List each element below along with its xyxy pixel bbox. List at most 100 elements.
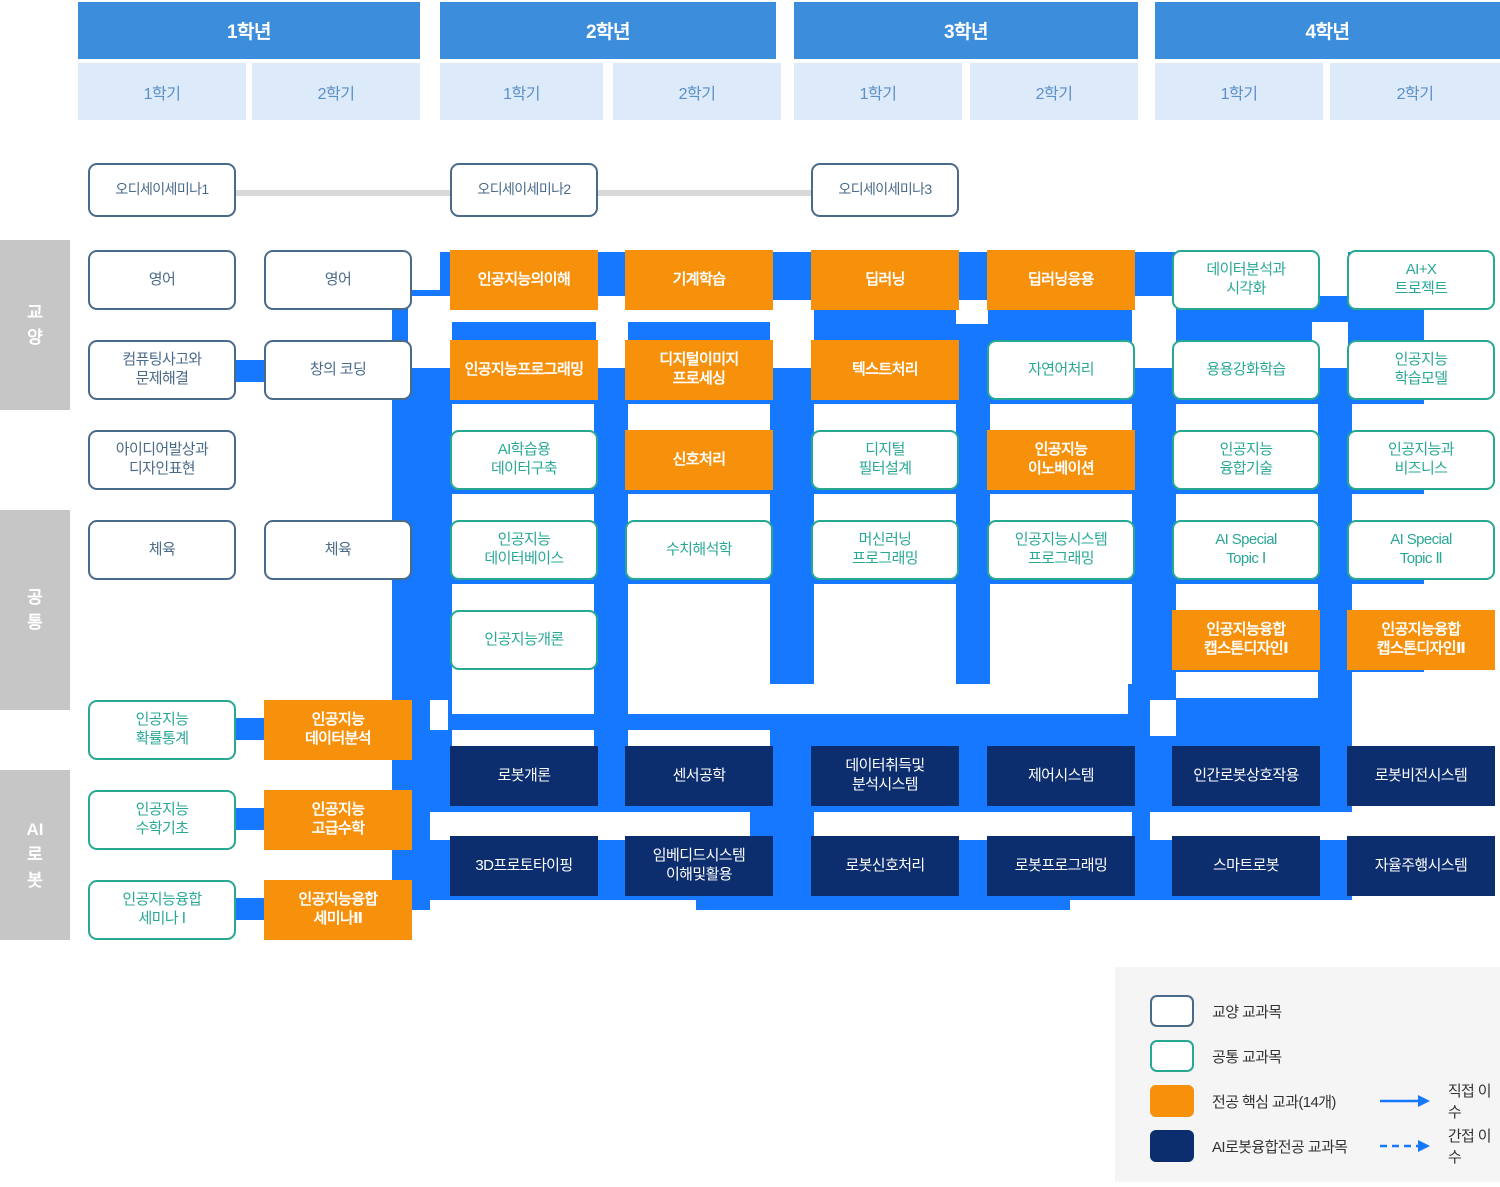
course-box[interactable]: 스마트로봇	[1172, 836, 1320, 896]
legend-label: 전공 핵심 교과(14개)	[1212, 1093, 1336, 1111]
course-box[interactable]: 딥러닝응용	[987, 250, 1135, 310]
course-box[interactable]: 신호처리	[625, 430, 773, 490]
course-box[interactable]: 로봇프로그래밍	[987, 836, 1135, 896]
legend-swatch-gongtong	[1150, 1040, 1194, 1072]
connector-gap	[1352, 494, 1498, 524]
connector-gap	[814, 494, 956, 524]
course-box[interactable]: 3D프로토타이핑	[450, 836, 598, 896]
connector-gap	[628, 494, 770, 524]
course-box[interactable]: 자연어처리	[987, 340, 1135, 400]
semester-header-y3-s1: 1학기	[794, 63, 962, 120]
course-label: 로봇비전시스템	[1374, 766, 1468, 784]
course-box[interactable]: 영어	[88, 250, 236, 310]
category-char: 통	[27, 613, 43, 632]
legend-swatch-gyoyang	[1150, 995, 1194, 1027]
connector-gap	[770, 322, 814, 368]
course-box[interactable]: 체육	[88, 520, 236, 580]
year-header-2: 2학년	[440, 2, 776, 59]
course-box[interactable]: 창의 코딩	[264, 340, 412, 400]
course-box[interactable]: 로봇개론	[450, 746, 598, 806]
seminar-label: 오디세이세미나1	[115, 181, 209, 198]
legend-item-2: 공통 교과목	[1150, 1036, 1282, 1076]
seminar-label: 오디세이세미나2	[477, 181, 571, 198]
seminar-box-1[interactable]: 오디세이세미나1	[88, 163, 236, 217]
course-box[interactable]: 용용강화학습	[1172, 340, 1320, 400]
course-box[interactable]: 제어시스템	[987, 746, 1135, 806]
category-char: 양	[27, 328, 43, 347]
course-label: 센서공학	[672, 766, 726, 784]
course-box[interactable]: 로봇신호처리	[811, 836, 959, 896]
course-box[interactable]: 수치해석학	[625, 520, 773, 580]
course-box[interactable]: 체육	[264, 520, 412, 580]
course-box[interactable]: 기계학습	[625, 250, 773, 310]
course-box[interactable]: 영어	[264, 250, 412, 310]
course-label: 체육	[148, 540, 176, 558]
course-box[interactable]: 인공지능의이해	[450, 250, 598, 310]
connector-gap	[990, 404, 1132, 434]
connector-gap	[430, 812, 750, 840]
course-box[interactable]: 센서공학	[625, 746, 773, 806]
course-label: 신호처리	[672, 450, 726, 468]
course-label: 딥러닝	[865, 270, 905, 288]
course-box[interactable]: 딥러닝	[811, 250, 959, 310]
connector-gap	[1132, 296, 1176, 326]
course-box[interactable]: 로봇비전시스템	[1347, 746, 1495, 806]
seminar-box-3[interactable]: 오디세이세미나3	[811, 163, 959, 217]
course-box[interactable]: 인공지능프로그래밍	[450, 340, 598, 400]
connector-gap	[628, 584, 770, 684]
connector-gap	[1352, 584, 1498, 610]
course-box[interactable]: 자율주행시스템	[1347, 836, 1495, 896]
course-box[interactable]: 인공지능개론	[450, 610, 598, 670]
course-box[interactable]: 텍스트처리	[811, 340, 959, 400]
connector-gap	[452, 494, 594, 524]
connector-gap	[628, 404, 770, 434]
connector-stub-math	[236, 808, 266, 830]
connector-gap	[452, 404, 594, 434]
connector-gap	[814, 404, 956, 434]
seminar-box-2[interactable]: 오디세이세미나2	[450, 163, 598, 217]
connector-gap	[1176, 494, 1318, 524]
course-box[interactable]: 인간로봇상호작용	[1172, 746, 1320, 806]
connector-gap	[956, 300, 988, 324]
connector-gap	[1150, 812, 1500, 840]
